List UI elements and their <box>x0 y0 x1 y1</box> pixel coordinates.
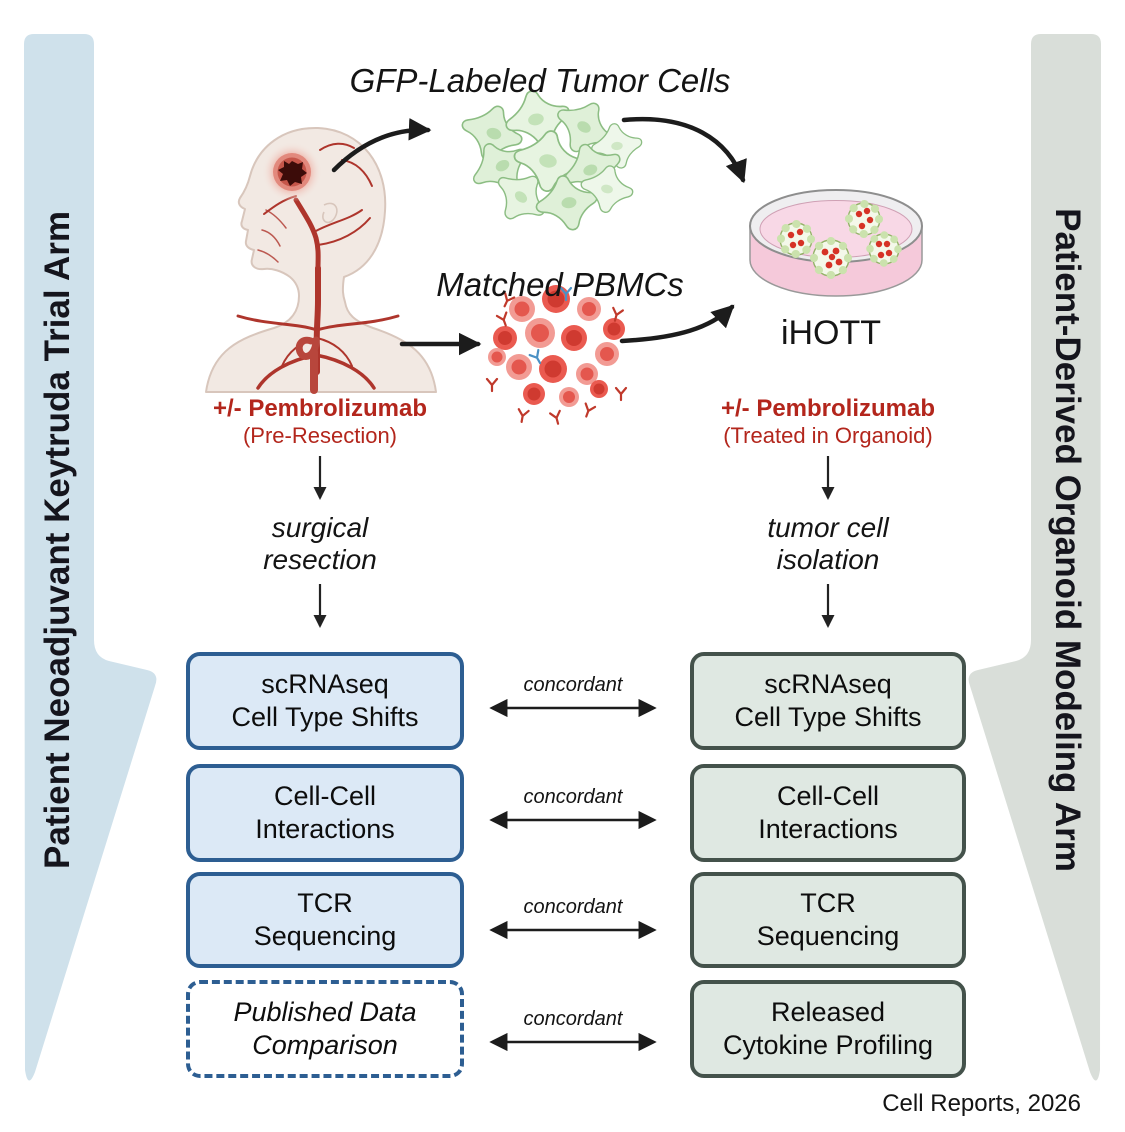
gfp-tumor-cells-icon <box>453 83 645 236</box>
patient-figure <box>205 126 437 394</box>
box-line: TCR <box>800 887 856 918</box>
organoid-icon <box>866 231 902 267</box>
right-box-cell-cell: Cell-Cell Interactions <box>690 764 966 862</box>
left-treatment-drug: +/- Pembrolizumab <box>212 395 428 422</box>
box-line: Interactions <box>255 814 395 844</box>
box-line: Released <box>770 996 886 1027</box>
concordant-label: concordant <box>523 674 623 696</box>
box-line: Sequencing <box>253 921 397 951</box>
vasculature <box>236 142 400 394</box>
concordant-label: concordant <box>523 786 623 808</box>
left-box-cell-cell: Cell-Cell Interactions <box>186 764 464 862</box>
right-step-label: tumor cell isolation <box>728 512 928 576</box>
pbmc-cells-icon <box>485 285 628 427</box>
box-line: Interactions <box>758 814 898 844</box>
box-line: Published Data <box>233 996 417 1027</box>
petri-dish-icon <box>749 189 923 297</box>
right-step-line1: tumor cell <box>767 512 889 543</box>
box-line: scRNAseq <box>261 668 389 699</box>
right-box-cytokine: Released Cytokine Profiling <box>690 980 966 1078</box>
box-line: scRNAseq <box>764 668 892 699</box>
right-treatment-drug: +/- Pembrolizumab <box>720 395 936 422</box>
pbmc-to-dish-arrow <box>619 304 735 344</box>
box-line: Cell Type Shifts <box>734 702 922 732</box>
organoid-icon <box>810 237 852 279</box>
left-box-scrnaseq: scRNAseq Cell Type Shifts <box>186 652 464 750</box>
antibody-icons <box>485 286 628 427</box>
organoid-icon <box>777 220 815 258</box>
gfp-tumor-cells-label: GFP-Labeled Tumor Cells <box>349 62 731 99</box>
matched-pbmcs-label: Matched PBMCs <box>436 266 684 303</box>
right-arm-banner-label: Patient-Derived Organoid Modeling Arm <box>1048 208 1087 872</box>
left-treatment-timing: (Pre-Resection) <box>242 423 398 449</box>
box-line: Cell-Cell <box>273 780 376 811</box>
right-treatment-label: +/- Pembrolizumab (Treated in Organoid) <box>678 395 978 449</box>
box-line: Sequencing <box>756 921 900 951</box>
ihott-label: iHOTT <box>780 314 882 352</box>
left-treatment-label: +/- Pembrolizumab (Pre-Resection) <box>170 395 470 449</box>
organoid-icon <box>845 200 883 238</box>
left-box-tcr: TCR Sequencing <box>186 872 464 968</box>
left-step-line1: surgical <box>271 512 369 543</box>
concordant-label: concordant <box>523 896 623 918</box>
right-box-scrnaseq: scRNAseq Cell Type Shifts <box>690 652 966 750</box>
left-step-line2: resection <box>263 544 377 576</box>
right-treatment-timing: (Treated in Organoid) <box>723 423 933 449</box>
concordant-label: concordant <box>523 1008 623 1030</box>
right-step-line2: isolation <box>776 544 880 576</box>
box-line: Comparison <box>252 1030 398 1060</box>
box-line: Cytokine Profiling <box>722 1030 934 1060</box>
left-box-published-data: Published Data Comparison <box>186 980 464 1078</box>
right-box-tcr: TCR Sequencing <box>690 872 966 968</box>
left-arm-banner-label: Patient Neoadjuvant Keytruda Trial Arm <box>38 210 77 870</box>
box-line: TCR <box>297 887 353 918</box>
box-line: Cell-Cell <box>776 780 879 811</box>
tumor-to-cells-arrow <box>331 118 432 173</box>
brain-tumor-icon <box>262 142 322 202</box>
box-line: Cell Type Shifts <box>231 702 419 732</box>
left-step-label: surgical resection <box>220 512 420 576</box>
cells-to-dish-arrow <box>621 116 747 184</box>
footer-credit: Cell Reports, 2026 <box>882 1090 1081 1117</box>
